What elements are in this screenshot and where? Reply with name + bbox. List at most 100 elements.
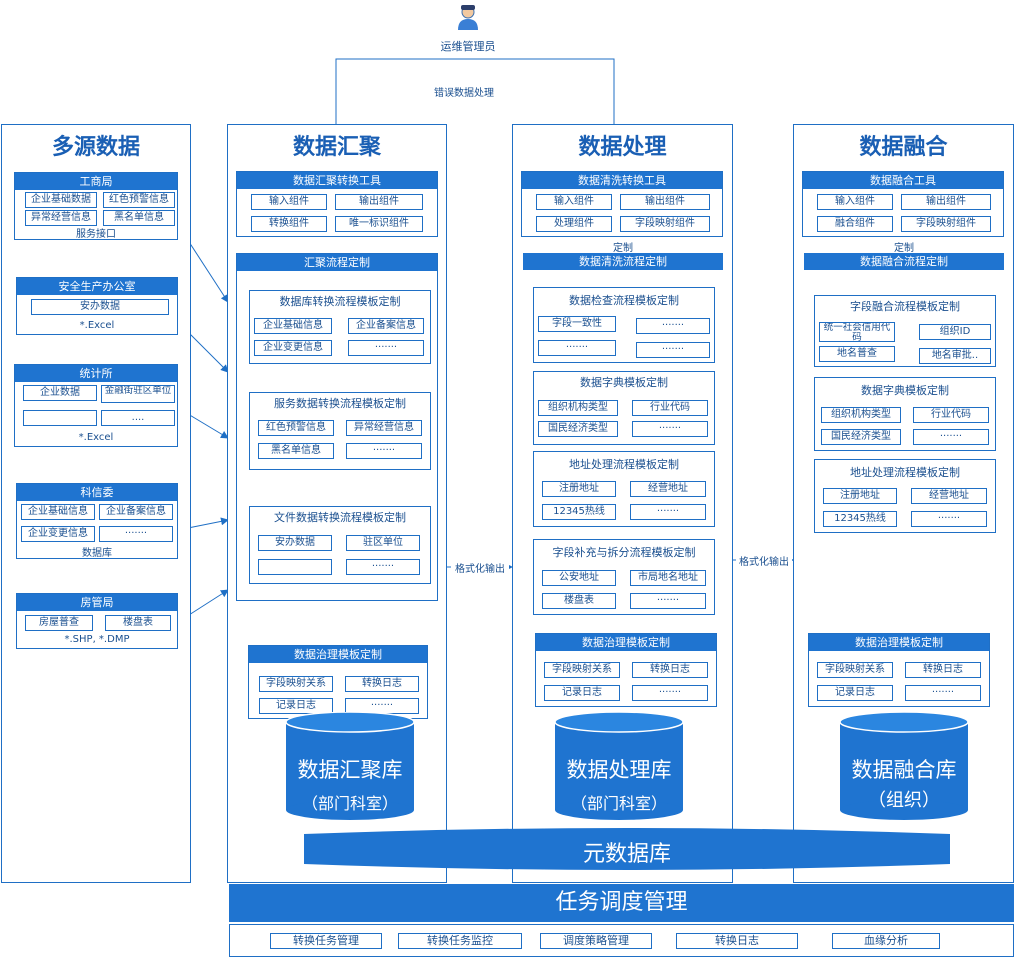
tool-cell: 唯一标识组件 xyxy=(335,216,423,232)
tool-cell: 输出组件 xyxy=(335,194,423,210)
tool-cell: 融合组件 xyxy=(817,216,893,232)
gov-cell: 字段映射关系 xyxy=(259,676,333,692)
sub-title: 字段融合流程模板定制 xyxy=(850,300,960,313)
collect-tool: 数据汇聚转换工具 输入组件 输出组件 转换组件 唯一标识组件 xyxy=(236,171,438,237)
sub-title: 数据字典模板定制 xyxy=(861,384,949,397)
sub-title: 数据库转换流程模板定制 xyxy=(279,295,401,308)
meta-db-label: 元数据库 xyxy=(582,842,671,867)
source-note: *.Excel xyxy=(79,320,115,331)
sub-cell: 12345热线 xyxy=(823,511,897,527)
sub-cell: 公安地址 xyxy=(542,570,616,586)
process-panel: 数据处理 数据清洗转换工具 输入组件 输出组件 处理组件 字段映射组件 定制 数… xyxy=(512,124,733,883)
source-cell: 黑名单信息 xyxy=(103,210,175,226)
db-owner: （组织） xyxy=(868,790,940,811)
tool-cell: 字段映射组件 xyxy=(901,216,991,232)
source-anban: 安全生产办公室 安办数据 *.Excel xyxy=(16,277,178,335)
gov-title: 数据治理模板定制 xyxy=(536,634,716,651)
source-title: 科信委 xyxy=(17,484,177,501)
sub-cell: 安办数据 xyxy=(258,535,332,551)
sub-cell: ······· xyxy=(348,340,424,356)
process-sub-check: 数据检查流程模板定制 字段一致性 ······· ······· ······· xyxy=(533,287,715,363)
source-cell: .... xyxy=(101,410,175,426)
source-cell: ······· xyxy=(99,526,173,542)
sub-cell: ······· xyxy=(346,443,422,459)
sub-cell: 国民经济类型 xyxy=(821,429,901,445)
scheduler-bar: 任务调度管理 xyxy=(229,884,1014,922)
sub-title: 文件数据转换流程模板定制 xyxy=(274,511,406,524)
source-cell: 金融街驻区单位 xyxy=(101,385,175,403)
sub-cell: 统一社会信用代码 xyxy=(819,322,895,342)
tool-cell: 处理组件 xyxy=(536,216,612,232)
sub-cell: 注册地址 xyxy=(823,488,897,504)
sub-cell: 市局地名地址 xyxy=(630,570,706,586)
source-cell: 安办数据 xyxy=(31,299,169,315)
gov-title: 数据治理模板定制 xyxy=(809,634,989,651)
scheduler-item[interactable]: 转换日志 xyxy=(676,933,798,949)
db-name: 数据汇聚库 xyxy=(297,758,403,782)
tool-cell: 输入组件 xyxy=(817,194,893,210)
process-tool: 数据清洗转换工具 输入组件 输出组件 处理组件 字段映射组件 xyxy=(521,171,723,237)
scheduler-item[interactable]: 转换任务管理 xyxy=(270,933,382,949)
sub-cell: ······· xyxy=(913,429,989,445)
sub-cell: 地名审批.. xyxy=(919,348,991,364)
scheduler-item[interactable]: 调度策略管理 xyxy=(540,933,652,949)
fusion-custom-label: 定制 xyxy=(894,243,914,254)
db-name: 数据融合库 xyxy=(851,758,957,782)
source-cell: 企业备案信息 xyxy=(99,504,173,520)
source-gongshang: 工商局 企业基础数据 红色预警信息 异常经营信息 黑名单信息 服务接口 xyxy=(14,172,178,240)
fusion-sub-dict: 数据字典模板定制 组织机构类型 行业代码 国民经济类型 ······· xyxy=(814,377,996,451)
source-cell: 房屋普查 xyxy=(25,615,93,631)
sub-cell: 国民经济类型 xyxy=(538,421,618,437)
source-title: 房管局 xyxy=(17,594,177,611)
sub-cell: 地名普查 xyxy=(819,346,895,362)
format-output-label-2: 格式化输出 xyxy=(736,553,792,568)
tool-cell: 输入组件 xyxy=(251,194,327,210)
sub-title: 地址处理流程模板定制 xyxy=(850,466,960,479)
sub-cell xyxy=(258,559,332,575)
scheduler-item[interactable]: 血缘分析 xyxy=(832,933,940,949)
db-owner: （部门科室） xyxy=(301,794,398,813)
sub-cell: 组织机构类型 xyxy=(538,400,618,416)
source-cell: 红色预警信息 xyxy=(103,192,175,208)
gov-cell: ······· xyxy=(905,685,981,701)
fusion-sub-field: 字段融合流程模板定制 统一社会信用代码 组织ID 地名普查 地名审批.. xyxy=(814,295,996,367)
fusion-tool-title: 数据融合工具 xyxy=(803,172,1003,189)
sub-cell: 企业基础信息 xyxy=(254,318,332,334)
sub-cell: 黑名单信息 xyxy=(258,443,334,459)
collect-db-cylinder: 数据汇聚库 （部门科室） xyxy=(286,712,414,820)
fusion-flow-title: 数据融合流程定制 xyxy=(804,253,1004,270)
gov-title: 数据治理模板定制 xyxy=(249,646,427,663)
sub-cell: 企业备案信息 xyxy=(348,318,424,334)
sub-cell: 行业代码 xyxy=(913,407,989,423)
source-title: 统计所 xyxy=(15,365,177,382)
source-cell: 企业基础数据 xyxy=(25,192,97,208)
process-flow-title: 数据清洗流程定制 xyxy=(523,253,723,270)
sub-title: 服务数据转换流程模板定制 xyxy=(274,397,406,410)
sub-cell: ······· xyxy=(911,511,987,527)
sub-cell: 经营地址 xyxy=(911,488,987,504)
fusion-sub-address: 地址处理流程模板定制 注册地址 经营地址 12345热线 ······· xyxy=(814,459,996,533)
format-output-label-1: 格式化输出 xyxy=(451,560,509,575)
sub-cell: ······· xyxy=(346,559,420,575)
collect-tool-title: 数据汇聚转换工具 xyxy=(237,172,437,189)
source-note: 数据库 xyxy=(82,548,112,559)
sub-cell: 组织机构类型 xyxy=(821,407,901,423)
sub-cell: ······· xyxy=(636,342,710,358)
source-fangguan: 房管局 房屋普查 楼盘表 *.SHP, *.DMP xyxy=(16,593,178,649)
sub-title: 数据字典模板定制 xyxy=(580,376,668,389)
source-title: 工商局 xyxy=(15,173,177,190)
sub-cell: ······· xyxy=(632,421,708,437)
sub-cell: 企业变更信息 xyxy=(254,340,332,356)
meta-db-bar: 元数据库 xyxy=(304,828,950,870)
error-handling-label: 错误数据处理 xyxy=(414,84,514,99)
process-gov: 数据治理模板定制 字段映射关系 转换日志 记录日志 ······· xyxy=(535,633,717,707)
fusion-gov: 数据治理模板定制 字段映射关系 转换日志 记录日志 ······· xyxy=(808,633,990,707)
source-cell: 企业数据 xyxy=(23,385,97,401)
tool-cell: 字段映射组件 xyxy=(620,216,710,232)
collect-flow: 汇聚流程定制 数据库转换流程模板定制 企业基础信息 企业备案信息 企业变更信息 … xyxy=(236,253,438,601)
sub-cell: ······· xyxy=(630,504,706,520)
sub-cell: ······· xyxy=(630,593,706,609)
scheduler-item[interactable]: 转换任务监控 xyxy=(398,933,522,949)
source-cell xyxy=(23,410,97,426)
sub-cell: 异常经营信息 xyxy=(346,420,422,436)
